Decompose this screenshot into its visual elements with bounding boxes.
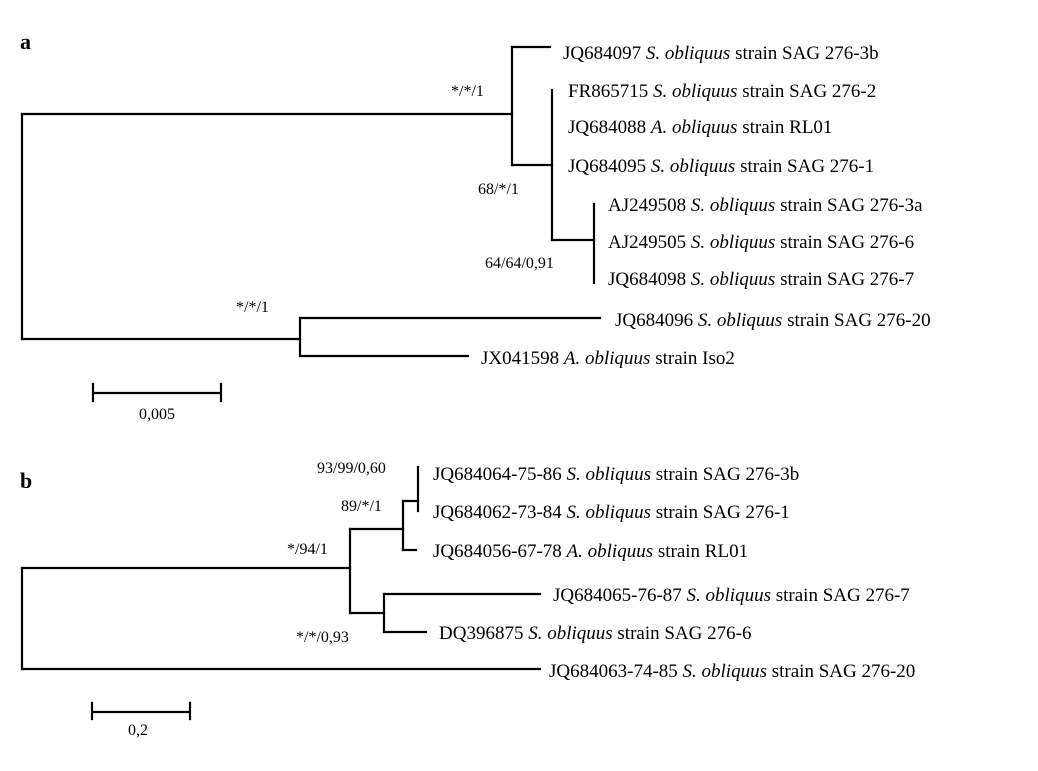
- support-value: */94/1: [287, 541, 328, 558]
- panel-a-branches: [20, 45, 602, 358]
- taxon-label: AJ249505 S. obliquus strain SAG 276-6: [608, 232, 914, 253]
- support-value: */*/1: [451, 83, 484, 100]
- taxon-label: JQ684056-67-78 A. obliquus strain RL01: [433, 541, 748, 562]
- taxon-label: JQ684065-76-87 S. obliquus strain SAG 27…: [553, 585, 910, 606]
- panel-b-label: b: [20, 468, 32, 493]
- panel-b-supports: 93/99/0,60 89/*/1 */94/1 */*/0,93: [287, 460, 386, 646]
- taxon-label: JQ684096 S. obliquus strain SAG 276-20: [615, 310, 931, 331]
- panel-b-branches: [20, 465, 542, 671]
- taxon-label: AJ249508 S. obliquus strain SAG 276-3a: [608, 195, 923, 216]
- taxon-label: JX041598 A. obliquus strain Iso2: [481, 348, 735, 369]
- taxon-label: JQ684064-75-86 S. obliquus strain SAG 27…: [433, 464, 799, 485]
- support-value: 64/64/0,91: [485, 255, 554, 272]
- panel-b-taxa: JQ684064-75-86 S. obliquus strain SAG 27…: [433, 464, 915, 682]
- taxon-label: JQ684097 S. obliquus strain SAG 276-3b: [563, 43, 879, 64]
- support-value: 89/*/1: [341, 498, 382, 515]
- panel-a-taxa: JQ684097 S. obliquus strain SAG 276-3b F…: [481, 43, 931, 369]
- scale-bar-label: 0,005: [139, 406, 175, 423]
- taxon-label: FR865715 S. obliquus strain SAG 276-2: [568, 81, 876, 102]
- taxon-label: DQ396875 S. obliquus strain SAG 276-6: [439, 623, 751, 644]
- support-value: */*/1: [236, 299, 269, 316]
- panel-a-scale-bar: 0,005: [91, 382, 223, 423]
- support-value: 68/*/1: [478, 181, 519, 198]
- panel-a-label: a: [20, 29, 31, 54]
- taxon-label: JQ684098 S. obliquus strain SAG 276-7: [608, 269, 914, 290]
- taxon-label: JQ684063-74-85 S. obliquus strain SAG 27…: [549, 661, 915, 682]
- support-value: */*/0,93: [296, 629, 349, 646]
- panel-a-supports: */*/1 68/*/1 64/64/0,91 */*/1: [236, 83, 554, 316]
- panel-a: a JQ684097 S. obliquus strain SAG 276-3b…: [20, 29, 931, 423]
- scale-bar-label: 0,2: [128, 722, 148, 739]
- taxon-label: JQ684088 A. obliquus strain RL01: [568, 117, 832, 138]
- taxon-label: JQ684062-73-84 S. obliquus strain SAG 27…: [433, 502, 790, 523]
- taxon-label: JQ684095 S. obliquus strain SAG 276-1: [568, 156, 874, 177]
- support-value: 93/99/0,60: [317, 460, 386, 477]
- panel-b: b JQ684064-75-86 S. obliquus strain SAG …: [20, 460, 915, 739]
- panel-b-scale-bar: 0,2: [90, 701, 192, 739]
